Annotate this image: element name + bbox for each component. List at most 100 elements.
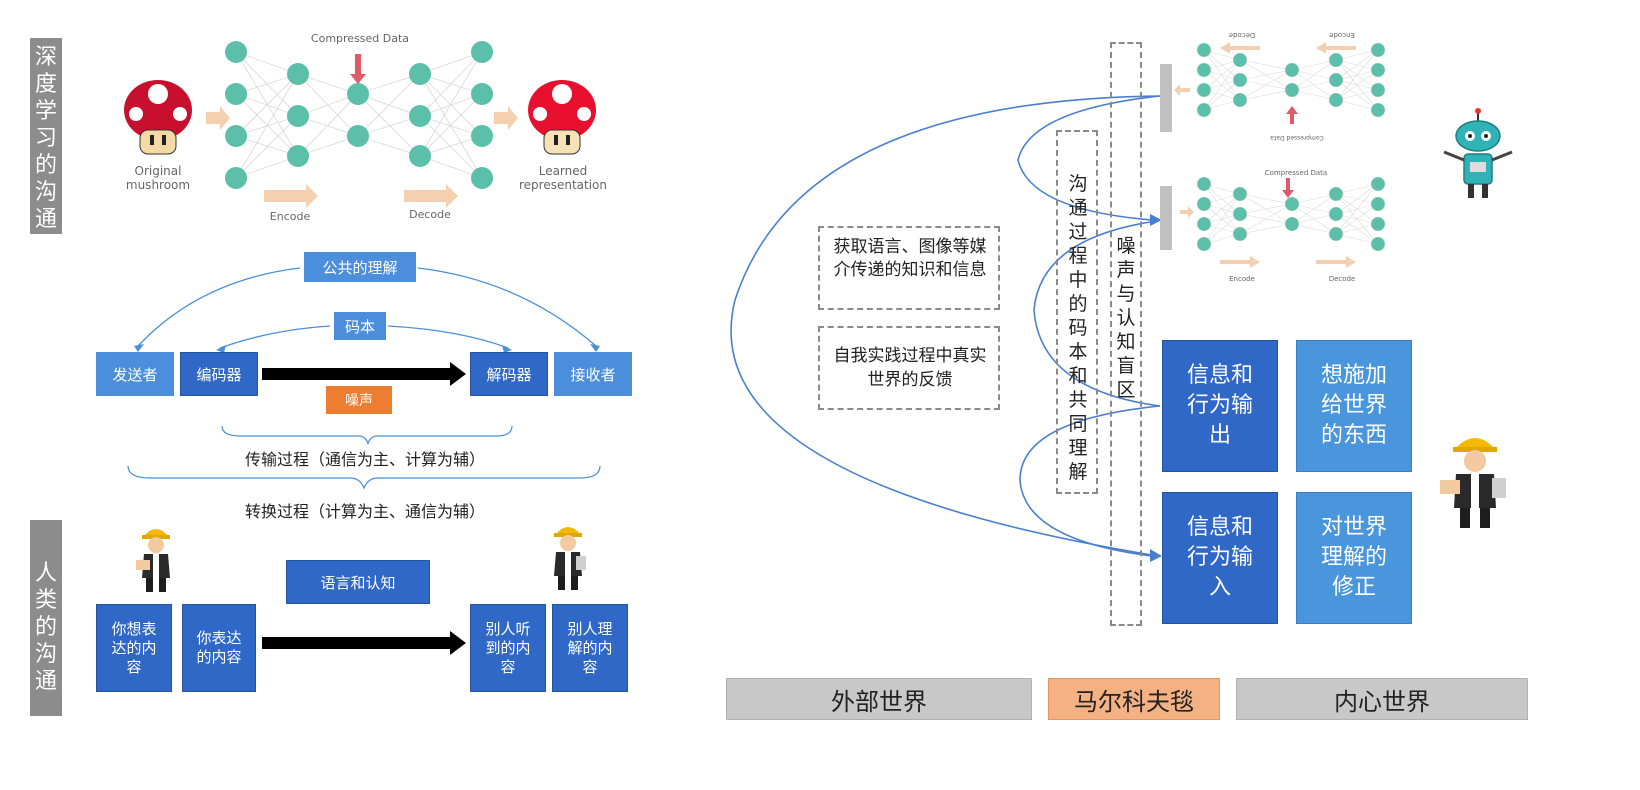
transmission-arrowhead-icon bbox=[450, 362, 466, 386]
human-arrow bbox=[262, 637, 452, 649]
heard-box: 别人听到的内容 bbox=[470, 604, 546, 692]
input-box: 信息和行为输入 bbox=[1162, 492, 1278, 624]
noise-blindspot-column: 噪声与认知盲区 bbox=[1110, 42, 1142, 626]
network-node bbox=[1328, 92, 1344, 108]
network-node bbox=[1370, 102, 1386, 118]
correction-text: 对世界理解的修正 bbox=[1320, 515, 1387, 600]
compress-arrow-icon bbox=[1282, 178, 1294, 198]
output-arrow-icon bbox=[494, 106, 518, 130]
network-edge bbox=[1239, 203, 1293, 235]
want-express-box: 你想表达的内容 bbox=[96, 604, 172, 692]
network-node bbox=[1232, 52, 1248, 68]
network-node bbox=[1328, 226, 1344, 242]
network-node bbox=[409, 105, 431, 127]
correction-box: 对世界理解的修正 bbox=[1296, 492, 1412, 624]
autoencoder-decode-diagram bbox=[1160, 42, 1386, 132]
network-node bbox=[409, 63, 431, 85]
decoder-text: 解码器 bbox=[486, 365, 532, 384]
input-text: 信息和行为输入 bbox=[1186, 515, 1253, 600]
network-edge bbox=[1203, 59, 1241, 91]
flow-arrow-icon bbox=[1174, 84, 1190, 96]
arc-arrowhead-icon bbox=[134, 344, 144, 352]
network-edge bbox=[1203, 59, 1241, 111]
noise-blindspot-text: 噪声与认知盲区 bbox=[1116, 235, 1136, 401]
conversion-label: 转换过程（计算为主、通信为辅） bbox=[244, 502, 485, 521]
network-edge bbox=[235, 73, 299, 137]
network-node bbox=[1328, 186, 1344, 202]
network-edge bbox=[1291, 193, 1337, 225]
network-node bbox=[1328, 206, 1344, 222]
flow-arrow-icon bbox=[1316, 256, 1356, 268]
top-decode-label: Decode bbox=[1228, 31, 1256, 39]
network-node bbox=[1196, 216, 1212, 232]
original-mushroom-label: Original mushroom bbox=[125, 164, 191, 192]
shared-understanding-text: 公共的理解 bbox=[322, 258, 398, 277]
worker-icon bbox=[1440, 438, 1506, 528]
outer-world-bar: 外部世界 bbox=[726, 678, 1032, 720]
network-edge bbox=[419, 51, 483, 157]
conversion-brace bbox=[127, 465, 601, 490]
network-node bbox=[1370, 216, 1386, 232]
network-edge bbox=[1239, 89, 1293, 101]
encoder-text: 编码器 bbox=[196, 365, 242, 384]
compressed-data-label: Compressed Data bbox=[310, 32, 410, 45]
network-node bbox=[347, 125, 369, 147]
want-apply-text: 想施加给世界的东西 bbox=[1320, 363, 1387, 448]
network-edge bbox=[1203, 193, 1241, 245]
network-edge bbox=[1335, 69, 1379, 101]
network-edge bbox=[1335, 183, 1379, 215]
network-edge bbox=[1239, 193, 1293, 205]
network-edge bbox=[1291, 89, 1337, 101]
network-node bbox=[1196, 176, 1212, 192]
language-cognition-text: 语言和认知 bbox=[320, 573, 396, 592]
decode-label: Decode bbox=[409, 208, 451, 221]
sender-box: 发送者 bbox=[96, 352, 174, 396]
network-edge bbox=[1239, 69, 1293, 101]
markov-blanket-text: 马尔科夫毯 bbox=[1074, 687, 1194, 716]
network-node bbox=[1328, 52, 1344, 68]
deep-learning-label: 深度学习的沟通 bbox=[30, 38, 62, 234]
autoencoder-diagram bbox=[124, 41, 596, 208]
network-edge bbox=[1239, 223, 1293, 235]
network-node bbox=[1196, 62, 1212, 78]
network-node bbox=[1196, 102, 1212, 118]
network-edge bbox=[235, 115, 299, 179]
express-box: 你表达的内容 bbox=[182, 604, 256, 692]
network-node bbox=[287, 145, 309, 167]
network-node bbox=[1232, 186, 1248, 202]
network-edge bbox=[1335, 49, 1379, 81]
network-edge bbox=[1203, 193, 1241, 225]
robot-icon bbox=[1443, 108, 1513, 198]
network-node bbox=[347, 83, 369, 105]
shared-understanding-box: 公共的理解 bbox=[304, 252, 416, 282]
network-edge bbox=[1203, 79, 1241, 111]
output-box: 信息和行为输出 bbox=[1162, 340, 1278, 472]
network-node bbox=[225, 167, 247, 189]
markov-blanket-bar: 马尔科夫毯 bbox=[1048, 678, 1220, 720]
autoencoder-encode-diagram bbox=[1160, 176, 1386, 268]
network-node bbox=[471, 83, 493, 105]
human-communication-label: 人类的沟通 bbox=[30, 520, 62, 716]
network-node bbox=[1232, 72, 1248, 88]
network-node bbox=[1196, 82, 1212, 98]
arc-arrowhead-icon bbox=[1150, 214, 1162, 226]
network-node bbox=[1370, 82, 1386, 98]
inner-world-text: 内心世界 bbox=[1334, 687, 1430, 716]
express-text: 你表达的内容 bbox=[196, 629, 242, 666]
arc-arrowhead-icon bbox=[590, 344, 600, 352]
codebook-understanding-text: 沟通过程中的码本和共同理解 bbox=[1068, 173, 1088, 483]
network-node bbox=[225, 125, 247, 147]
network-node bbox=[1370, 42, 1386, 58]
encoder-box: 编码器 bbox=[180, 352, 258, 396]
network-node bbox=[1370, 236, 1386, 252]
network-edge bbox=[419, 93, 483, 157]
network-node bbox=[287, 105, 309, 127]
deep-learning-label-text: 深度学习的沟通 bbox=[35, 45, 58, 232]
network-node bbox=[1284, 196, 1300, 212]
noise-text: 噪声 bbox=[345, 393, 373, 409]
network-node bbox=[225, 83, 247, 105]
practice-feedback-text: 自我实践过程中真实世界的反馈 bbox=[833, 346, 987, 390]
top-encode-label: Encode bbox=[1329, 31, 1355, 39]
network-edge bbox=[1335, 183, 1379, 235]
